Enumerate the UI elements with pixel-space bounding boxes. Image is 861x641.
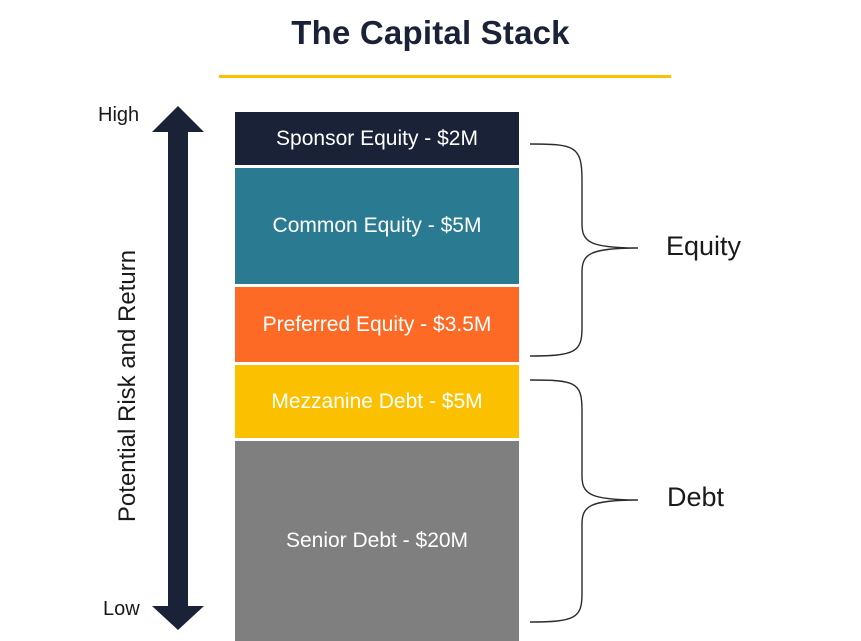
stack-block-sponsor-equity: Sponsor Equity - $2M bbox=[235, 112, 519, 165]
equity-brace-icon bbox=[529, 143, 639, 357]
stack-block-mezzanine-debt: Mezzanine Debt - $5M bbox=[235, 365, 519, 438]
stack-block-label: Mezzanine Debt - $5M bbox=[271, 389, 483, 413]
stack-block-label: Preferred Equity - $3.5M bbox=[262, 312, 492, 336]
group-braces bbox=[529, 143, 639, 623]
title-underline bbox=[219, 75, 671, 78]
axis-low-label: Low bbox=[103, 598, 140, 620]
risk-arrow-icon bbox=[152, 106, 204, 630]
stack-block-common-equity: Common Equity - $5M bbox=[235, 168, 519, 284]
risk-arrow-shape bbox=[152, 106, 204, 630]
axis-high-label: High bbox=[98, 104, 140, 126]
debt-group-label: Debt bbox=[667, 482, 725, 512]
debt-brace-icon bbox=[529, 379, 639, 623]
stack-block-label: Sponsor Equity - $2M bbox=[276, 126, 478, 150]
stack-block-preferred-equity: Preferred Equity - $3.5M bbox=[235, 287, 519, 362]
title-underline-bar bbox=[219, 75, 671, 78]
axis-title: Potential Risk and Return bbox=[114, 249, 141, 523]
equity-group-label: Equity bbox=[666, 231, 742, 261]
stack-block-senior-debt: Senior Debt - $20M bbox=[235, 441, 519, 641]
stack-block-label: Senior Debt - $20M bbox=[285, 529, 469, 552]
stack-block-label: Common Equity - $5M bbox=[272, 214, 482, 237]
page-title: The Capital Stack bbox=[291, 14, 570, 51]
